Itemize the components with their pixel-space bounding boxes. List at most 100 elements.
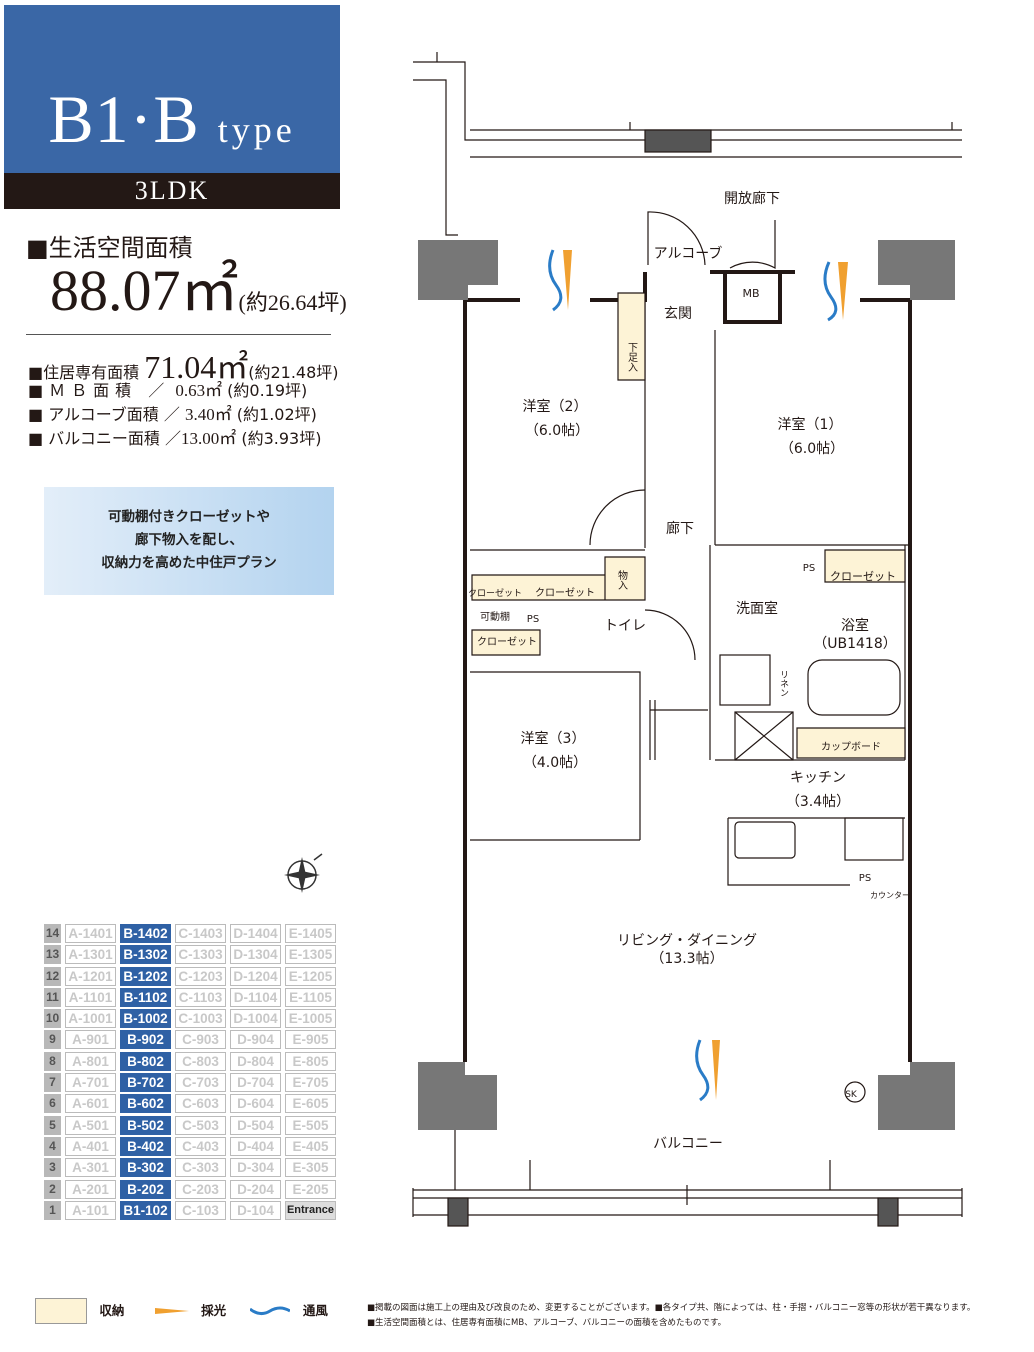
area-label: ■住居専有面積 xyxy=(28,363,140,382)
type-suffix: type xyxy=(217,110,296,150)
unit-cell: D-1404 xyxy=(230,924,281,943)
floor-number: 5 xyxy=(44,1115,61,1135)
ventilation-markers xyxy=(548,249,848,1102)
floor-number: 6 xyxy=(44,1094,61,1114)
storage-swatch-icon xyxy=(35,1298,87,1324)
unit-cell: C-603 xyxy=(175,1094,226,1114)
unit-cell: D-804 xyxy=(230,1051,281,1071)
area-value: 13.00㎡ xyxy=(180,429,237,448)
unit-cell-highlighted: B-902 xyxy=(120,1030,171,1050)
legend-wind: 通風 xyxy=(302,1302,328,1318)
unit-cell: D-1304 xyxy=(230,945,281,965)
unit-cell: D-504 xyxy=(230,1115,281,1135)
floor-number: 14 xyxy=(44,924,61,943)
label-room2: 洋室（2） xyxy=(523,398,588,415)
unit-cell-highlighted: B-702 xyxy=(120,1073,171,1093)
unit-cell-highlighted: B-202 xyxy=(120,1179,171,1199)
floor-number: 7 xyxy=(44,1073,61,1093)
unit-cell: A-201 xyxy=(65,1179,116,1199)
unit-cell-highlighted: B-1002 xyxy=(120,1009,171,1029)
unit-cell: C-203 xyxy=(175,1179,226,1199)
label-closet: クローゼット xyxy=(535,587,595,599)
unit-cell: E-1405 xyxy=(285,924,336,943)
unit-cell-highlighted: B-1202 xyxy=(120,966,171,986)
floor-number: 2 xyxy=(44,1179,61,1199)
legend-storage: 収納 xyxy=(99,1302,125,1318)
unit-cell: E-1105 xyxy=(285,987,336,1007)
area-tsubo: (約21.48坪) xyxy=(248,363,339,382)
floor-number: 1 xyxy=(44,1200,61,1220)
unit-cell: C-803 xyxy=(175,1051,226,1071)
unit-cell: D-1104 xyxy=(230,987,281,1007)
unit-cell: E-805 xyxy=(285,1051,336,1071)
unit-cell: A-801 xyxy=(65,1051,116,1071)
unit-cell: E-505 xyxy=(285,1115,336,1135)
label-toilet: トイレ xyxy=(604,618,646,634)
unit-cell: C-1403 xyxy=(175,924,226,943)
area-label: ■ バルコニー面積 ／ xyxy=(28,429,181,448)
unit-cell: D-104 xyxy=(230,1200,281,1220)
note: ■生活空間面積とは、住居専有面積にMB、アルコーブ、バルコニーの面積を含めたもの… xyxy=(367,1318,727,1328)
unit-cell: A-401 xyxy=(65,1136,116,1156)
label-ps: PS xyxy=(803,563,815,574)
area-row: ■ バルコニー面積 ／13.00㎡ (約3.93坪) xyxy=(28,424,321,449)
unit-cell: C-1003 xyxy=(175,1009,226,1029)
promo-line: 可動棚付きクローゼットや xyxy=(108,509,270,525)
label-balcony: バルコニー xyxy=(653,1136,723,1152)
unit-cell: E-1205 xyxy=(285,966,336,986)
unit-cell: D-604 xyxy=(230,1094,281,1114)
label-cupboard: カップボード xyxy=(821,741,881,753)
unit-cell: D-1004 xyxy=(230,1009,281,1029)
label-counter: カウンター xyxy=(870,891,910,900)
floor-number: 8 xyxy=(44,1051,61,1071)
floor-number: 3 xyxy=(44,1158,61,1178)
promo-line: 収納力を高めた中住戸プラン xyxy=(101,555,277,571)
unit-cell: A-1301 xyxy=(65,945,116,965)
unit-cell: A-601 xyxy=(65,1094,116,1114)
floor-number: 13 xyxy=(44,945,61,965)
unit-cell: C-1203 xyxy=(175,966,226,986)
floor-number: 11 xyxy=(44,987,61,1007)
floor-number: 9 xyxy=(44,1030,61,1050)
floor-number: 10 xyxy=(44,1009,61,1029)
unit-cell-highlighted: B-602 xyxy=(120,1094,171,1114)
unit-cell: E-405 xyxy=(285,1136,336,1156)
label-closet: クローゼット xyxy=(468,587,522,599)
unit-cell: A-1101 xyxy=(65,987,116,1007)
type-main: B1·B xyxy=(48,81,200,157)
unit-cell-highlighted: B-402 xyxy=(120,1136,171,1156)
unit-cell: C-703 xyxy=(175,1073,226,1093)
unit-cell: E-305 xyxy=(285,1158,336,1178)
label-kitchen: キッチン xyxy=(790,770,846,786)
light-arrow-icon xyxy=(154,1308,189,1314)
area-value: 3.40㎡ xyxy=(184,405,232,424)
label-room1: 洋室（1） xyxy=(778,416,843,433)
unit-cell-highlighted: B-802 xyxy=(120,1051,171,1071)
label-washroom: 洗面室 xyxy=(736,600,778,617)
unit-cell: D-704 xyxy=(230,1073,281,1093)
unit-cell: E-605 xyxy=(285,1094,336,1114)
legend: 収納 採光 通風 xyxy=(35,1298,328,1324)
unit-cell: D-304 xyxy=(230,1158,281,1178)
label-ps: PS xyxy=(527,614,539,625)
unit-cell: D-404 xyxy=(230,1136,281,1156)
label-room3: 洋室（3） xyxy=(521,730,586,747)
unit-cell: A-1201 xyxy=(65,966,116,986)
unit-cell: A-501 xyxy=(65,1115,116,1135)
area-row: ■住居専有面積 71.04㎡(約21.48坪) xyxy=(28,342,339,388)
unit-cell: A-901 xyxy=(65,1030,116,1050)
unit-cell-highlighted: B-1302 xyxy=(120,945,171,965)
label-bath-size: （UB1418） xyxy=(813,636,896,652)
unit-cell-highlighted: B-302 xyxy=(120,1158,171,1178)
unit-cell: E-1305 xyxy=(285,945,336,965)
